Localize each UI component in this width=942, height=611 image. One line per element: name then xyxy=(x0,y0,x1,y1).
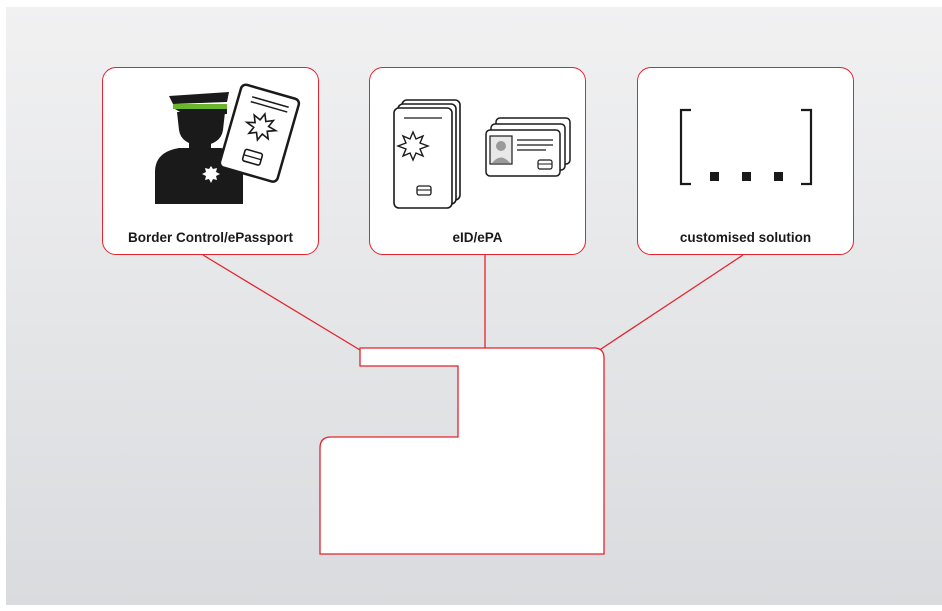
card-label-eid: eID/ePA xyxy=(452,230,503,245)
ellipsis-brackets-icon xyxy=(679,108,813,186)
officer-with-passport-icon xyxy=(155,83,301,204)
connector-line-border-control xyxy=(202,254,361,351)
card-eid: eID/ePA xyxy=(369,67,586,255)
card-border-control: Border Control/ePassport xyxy=(102,67,319,255)
connector-line-custom xyxy=(597,254,744,352)
card-label-custom: customised solution xyxy=(679,230,812,245)
card-custom: customised solution xyxy=(637,67,854,255)
card-label-border-control: Border Control/ePassport xyxy=(127,230,294,245)
hub-shape xyxy=(319,347,605,555)
id-documents-icon xyxy=(393,99,571,209)
